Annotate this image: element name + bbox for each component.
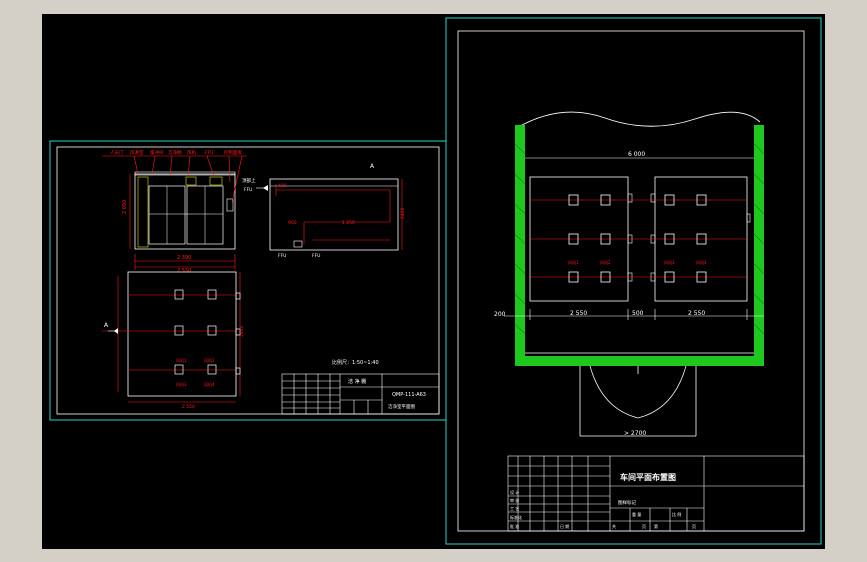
front-dim-width: 2 550 bbox=[177, 268, 191, 274]
dim-bay-2: 2 550 bbox=[688, 310, 705, 317]
left-sheet: 人员门 风淋室 缓冲间 洁净棚 风机 FFU 控制面板 2 390 2 550 … bbox=[49, 140, 447, 421]
door-dim: > 2700 bbox=[624, 430, 646, 437]
front-dim-height: 2 050 bbox=[122, 200, 128, 214]
callout-ffu: FFU bbox=[205, 150, 213, 156]
tb-sheet-1: 共 bbox=[612, 523, 616, 529]
left-sheet-frame bbox=[56, 146, 440, 415]
plan-label-fan-4: 风机4 bbox=[204, 381, 215, 387]
side-dim-left: 400 bbox=[278, 183, 287, 189]
tb-sheet-3: 第 bbox=[654, 523, 658, 529]
right-title-block bbox=[507, 455, 805, 532]
plan-view: A 2400 2 550 风机1 风机2 风机3 风机4 bbox=[102, 271, 245, 410]
tb-sheet-2: 页 bbox=[642, 524, 646, 529]
right-label-fan-1: 风机1 bbox=[568, 259, 579, 265]
left-drawing-no: QMP-111-A63 bbox=[392, 392, 426, 398]
dim-gap: 500 bbox=[632, 310, 644, 317]
side-label-bottom-left: FFU bbox=[278, 253, 286, 259]
right-sheet: > 2700 6 000 风机1 风机2 风机3 风机4 bbox=[445, 17, 822, 545]
callout-airshower: 风淋室 bbox=[130, 149, 144, 156]
scale-note: 比例尺：1:50~1:40 bbox=[332, 359, 379, 366]
tb-row-process: 工 艺 bbox=[510, 506, 519, 511]
front-view: 人员门 风淋室 缓冲间 洁净棚 风机 FFU 控制面板 2 390 2 550 … bbox=[102, 149, 247, 274]
right-label-fan-2: 风机2 bbox=[600, 259, 611, 265]
callout-door: 人员门 bbox=[110, 149, 124, 156]
side-label-top: A bbox=[370, 163, 375, 170]
tb-sheet-4: 页 bbox=[692, 524, 696, 529]
side-dim-mid-2: 1 250 bbox=[342, 220, 355, 226]
tb-row-standard: 标准化 bbox=[510, 514, 522, 520]
tb-weight: 重 量 bbox=[632, 511, 641, 517]
callout-fan: 风机 bbox=[187, 149, 196, 156]
tb-row-approve: 批 准 bbox=[510, 523, 519, 529]
left-title: 洁 净 棚 bbox=[348, 378, 366, 385]
tb-scale: 比 例 bbox=[672, 511, 681, 517]
control-panel bbox=[226, 198, 234, 212]
dim-left: 200 bbox=[494, 311, 506, 318]
callout-buffer: 缓冲间 bbox=[150, 149, 164, 156]
side-label-left-1: 顶部上 bbox=[242, 177, 256, 184]
cad-viewport[interactable]: 人员门 风淋室 缓冲间 洁净棚 风机 FFU 控制面板 2 390 2 550 … bbox=[42, 14, 825, 549]
side-label-left-2: FFU bbox=[244, 187, 252, 193]
doorway bbox=[579, 365, 697, 437]
side-view: A 顶部上 FFU 400 900 1 250 2400 FFU FFU bbox=[242, 163, 406, 259]
front-dim-inner: 2 390 bbox=[177, 255, 191, 261]
plan-label-fan-3: 风机3 bbox=[176, 381, 187, 387]
plan-dim-right: 2400 bbox=[239, 325, 245, 337]
dim-bay-1: 2 550 bbox=[570, 310, 587, 317]
side-dim-right: 2400 bbox=[400, 207, 406, 219]
side-label-bottom-mid: FFU bbox=[312, 253, 320, 259]
right-title: 车间平面布置图 bbox=[620, 472, 676, 482]
plan-dim-bottom: 2 550 bbox=[182, 404, 195, 410]
callout-panel: 控制面板 bbox=[224, 149, 242, 156]
tb-row-review: 审 核 bbox=[510, 497, 519, 503]
right-sheet-border bbox=[445, 17, 822, 545]
plan-label-fan-2: 风机2 bbox=[204, 357, 215, 363]
tb-date: 日 期 bbox=[560, 523, 569, 529]
tb-row-design: 设 计 bbox=[510, 489, 519, 495]
plan-label-fan-1: 风机1 bbox=[176, 357, 187, 363]
left-part-name: 洁净室平面图 bbox=[388, 403, 415, 410]
callout-booth: 洁净棚 bbox=[168, 149, 182, 156]
right-label-fan-3: 风机3 bbox=[664, 259, 675, 265]
right-drawing-no-label: 图样标记 bbox=[618, 499, 636, 506]
right-label-fan-4: 风机4 bbox=[696, 259, 707, 265]
side-dim-mid-1: 900 bbox=[288, 220, 297, 226]
dim-top: 6 000 bbox=[628, 151, 645, 158]
left-title-block bbox=[281, 373, 440, 415]
plan-arrow-label: A bbox=[104, 322, 109, 329]
